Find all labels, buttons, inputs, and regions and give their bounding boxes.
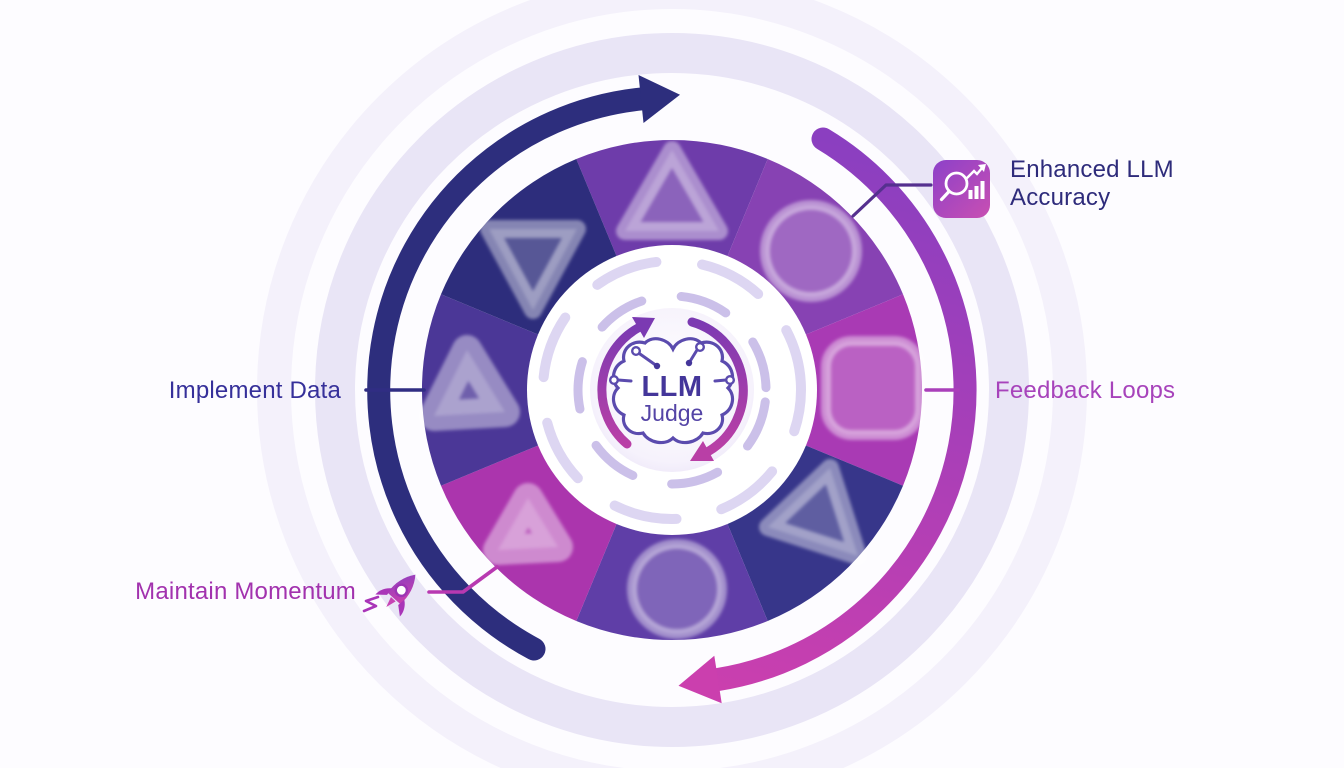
chart-bar — [974, 186, 979, 199]
magnifier-handle — [939, 189, 951, 202]
inner-cycle-arrowhead-top — [632, 317, 655, 338]
center-subtitle: Judge — [641, 400, 704, 426]
shape-triangle-down — [480, 220, 586, 319]
shape-circle-bottom — [627, 539, 727, 639]
dashed-ring-inner — [573, 291, 771, 489]
outer-ring — [315, 33, 1029, 747]
outer-ring-faint — [257, 0, 1087, 768]
rocket-fin-left — [375, 588, 392, 595]
shape-triangle-up — [616, 141, 728, 240]
brain-outline — [611, 337, 735, 445]
circuit-stem — [616, 378, 633, 383]
clockwise-arrow-bottom-arc — [706, 127, 977, 691]
shape-rounded-triangle-bottom-left — [483, 483, 573, 565]
inner-cycle-arrowhead-bottom — [690, 441, 714, 461]
rocket-window — [394, 583, 409, 598]
circuit-node — [609, 375, 620, 386]
clockwise-arrow-bottom-head — [678, 655, 722, 704]
rocket-flame — [386, 597, 396, 608]
circuit-stem — [638, 352, 659, 368]
connector-top-right — [851, 183, 933, 218]
label-enhanced-llm-accuracy-line1: Enhanced LLM — [1010, 156, 1174, 183]
trend-line — [964, 166, 984, 181]
rocket-icon — [362, 574, 416, 617]
shape-rounded-square — [821, 336, 925, 440]
circuit-dot — [685, 359, 693, 367]
magnifier-lens — [944, 171, 969, 196]
rocket-speed-lines — [362, 595, 380, 613]
label-enhanced-llm-accuracy-line2: Accuracy — [1010, 184, 1110, 211]
circuit-node — [695, 342, 706, 353]
outer-flow-arrows — [367, 75, 977, 704]
clockwise-arrow-top-head — [638, 75, 680, 123]
circuit-node — [725, 375, 736, 386]
connectors — [364, 183, 960, 594]
shape-circle-top-right — [760, 200, 862, 302]
inner-cycle-arc-left — [597, 323, 643, 449]
shape-rounded-triangle-left — [419, 335, 520, 431]
dashed-ring-outer — [538, 256, 806, 524]
trend-arrowhead — [978, 164, 986, 172]
chart-bar — [980, 181, 985, 199]
magnifier-bar-chart-icon — [933, 160, 990, 218]
circuit-stem — [713, 378, 728, 383]
circuit-dot — [653, 362, 661, 370]
center-hub: LLM Judge — [527, 245, 817, 535]
circuit-node — [631, 346, 642, 357]
connector-bottom-left — [427, 565, 499, 594]
brain-circuit-icon — [609, 337, 736, 445]
shape-triangle-left — [759, 459, 867, 565]
label-maintain-momentum: Maintain Momentum — [135, 578, 356, 605]
chart-bar — [968, 190, 973, 199]
label-feedback-loops: Feedback Loops — [995, 377, 1175, 404]
clockwise-arrow-top-arc — [367, 87, 653, 661]
cycle-wheel — [419, 139, 925, 641]
rocket-fin-right — [398, 599, 405, 617]
center-title: LLM — [641, 371, 702, 403]
inner-cycle-arc-right — [687, 317, 748, 456]
accuracy-icon-tile — [933, 160, 990, 218]
label-implement-data: Implement Data — [169, 377, 342, 404]
